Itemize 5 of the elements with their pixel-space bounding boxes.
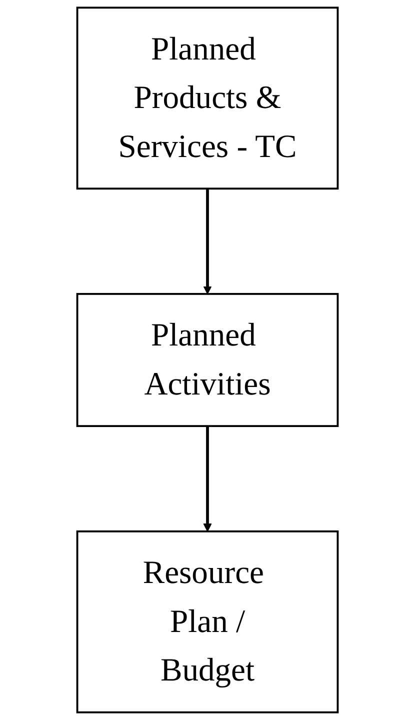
node-box: Resource Plan / Budget — [76, 530, 339, 714]
arrow — [203, 426, 212, 532]
node-box: Planned Products & Services - TC — [76, 6, 339, 190]
arrow — [203, 188, 212, 294]
node-box: Planned Activities — [76, 292, 339, 428]
